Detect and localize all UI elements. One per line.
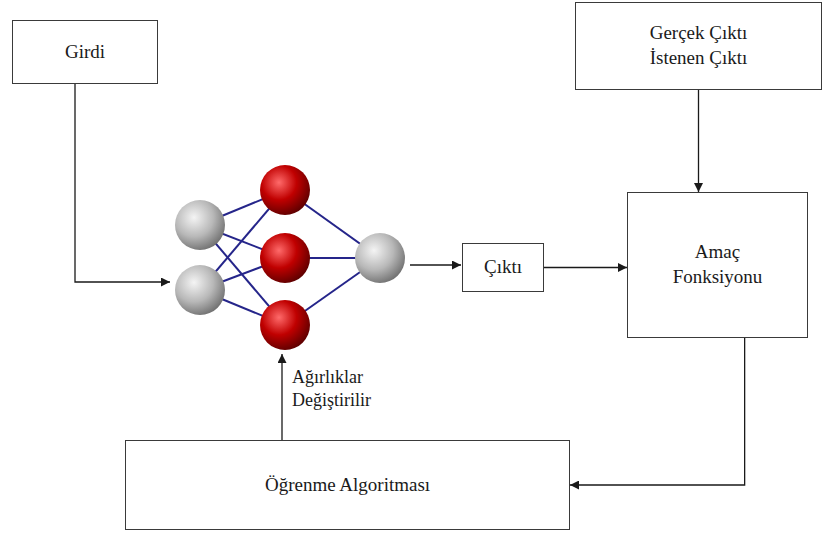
box-label: Çıktı — [484, 255, 522, 280]
flow-arrow — [570, 338, 745, 485]
illustration-arrows — [75, 84, 461, 440]
box-label: Öğrenme Algoritması — [265, 473, 430, 498]
learning-algorithm-box: Öğrenme Algoritması — [125, 440, 570, 530]
box-label: Girdi — [65, 40, 105, 65]
target-output-box: Gerçek Çıktı İstenen Çıktı — [575, 2, 822, 90]
weights-changed-label: Ağırlıklar Değiştirilir — [292, 366, 412, 413]
network-neurons — [175, 165, 405, 350]
box-label: Gerçek Çıktı İstenen Çıktı — [634, 21, 764, 70]
input-box: Girdi — [12, 20, 158, 84]
flow-arrow — [698, 90, 699, 192]
flow-arrow — [544, 267, 627, 268]
output-box: Çıktı — [462, 243, 544, 292]
box-label: Amaç Fonksiyonu — [663, 240, 773, 289]
objective-function-box: Amaç Fonksiyonu — [627, 192, 808, 338]
